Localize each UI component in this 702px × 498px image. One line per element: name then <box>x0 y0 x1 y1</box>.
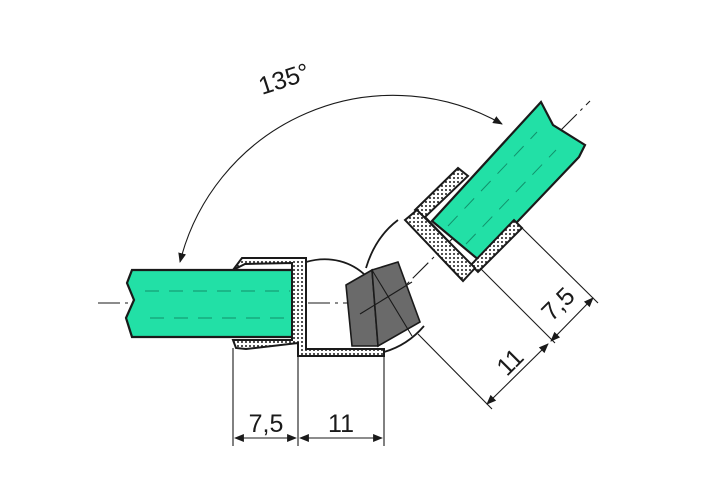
dimension-right-gap: 7,5 <box>536 282 580 326</box>
extension-line-right-center <box>417 333 493 410</box>
right-seal-flap <box>365 219 399 269</box>
dimension-right-depth: 11 <box>491 343 529 381</box>
left-seal-profile <box>231 257 385 357</box>
magnet-block <box>345 261 421 348</box>
left-seal-flap <box>305 258 367 277</box>
dimension-left-depth: 11 <box>328 410 354 438</box>
extension-line-right-glass <box>479 267 556 344</box>
dimension-line-right-depth <box>486 343 549 405</box>
angle-arc <box>178 94 503 263</box>
dimension-left-gap: 7,5 <box>249 410 284 438</box>
bottom-seal-tail <box>383 325 425 353</box>
extension-line-right-seal <box>519 225 599 304</box>
angle-label: 135° <box>255 58 313 101</box>
left-glass-pane <box>124 268 302 339</box>
dimension-line-right-gap <box>550 297 594 342</box>
